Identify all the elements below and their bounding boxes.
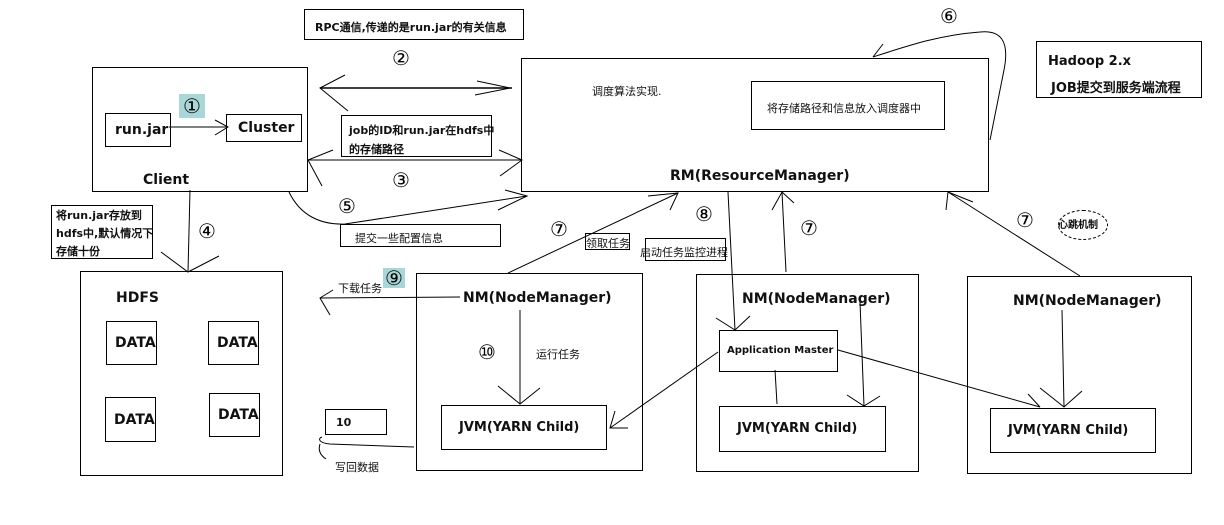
step-9-badge: ⑨ xyxy=(383,266,405,290)
store-note-line1: 将run.jar存放到 xyxy=(56,209,142,222)
nm1-jvm-label: JVM(YARN Child) xyxy=(459,420,580,435)
hdfs-label: HDFS xyxy=(116,290,159,306)
nm3-label: NM(NodeManager) xyxy=(1013,293,1162,309)
start-monitor-text: 启动任务监控进程 xyxy=(640,246,728,259)
scheduler-note: 调度算法实现. xyxy=(592,85,662,98)
store-note-line3: 存储十份 xyxy=(56,245,100,258)
nm2-jvm-label: JVM(YARN Child) xyxy=(737,421,858,436)
title-line1: Hadoop 2.x xyxy=(1048,54,1132,69)
scheduler-inner-text: 将存储路径和信息放入调度器中 xyxy=(767,102,921,115)
client-box: run.jar Cluster Client xyxy=(92,67,308,192)
arrow-step7c xyxy=(947,191,1081,277)
title-box: Hadoop 2.x JOB提交到服务端流程 xyxy=(1036,41,1202,98)
cluster-label: Cluster xyxy=(238,120,295,136)
write-back-text: 写回数据 xyxy=(335,461,379,474)
ten-box-text: 10 xyxy=(336,416,352,429)
client-label: Client xyxy=(143,172,190,188)
step-1-badge: ① xyxy=(179,94,205,118)
title-line2: JOB提交到服务端流程 xyxy=(1051,81,1181,96)
submit-config-text: 提交一些配置信息 xyxy=(355,232,443,245)
nm1-jvm-box: JVM(YARN Child) xyxy=(441,405,607,450)
cluster-box: Cluster xyxy=(226,114,302,142)
hdfs-box: HDFS DATA DATA DATA DATA xyxy=(80,271,283,476)
step-5-badge: ⑤ xyxy=(338,194,356,218)
rpc-note-text: RPC通信,传递的是run.jar的有关信息 xyxy=(315,21,507,34)
data-block: DATA xyxy=(209,393,260,437)
step-7a-badge: ⑦ xyxy=(550,217,568,241)
job-id-note-line2: 的存储路径 xyxy=(349,143,404,156)
scheduler-inner-box: 将存储路径和信息放入调度器中 xyxy=(751,81,945,130)
submit-config-note: 提交一些配置信息 xyxy=(340,224,501,247)
node-manager-1: NM(NodeManager) 运行任务 JVM(YARN Child) xyxy=(416,273,643,471)
arrow-step7b xyxy=(781,191,787,273)
fetch-task-note: 领取任务 xyxy=(585,233,630,250)
run-jar-box: run.jar xyxy=(105,113,171,147)
nm2-label: NM(NodeManager) xyxy=(742,291,891,307)
arrow-step5 xyxy=(288,191,528,225)
app-master-label: Application Master xyxy=(727,345,834,356)
job-id-note: job的ID和run.jar在hdfs中 的存储路径 xyxy=(341,115,495,157)
step-10-badge: ⑩ xyxy=(478,340,496,364)
store-note: 将run.jar存放到 hdfs中,默认情况下 存储十份 xyxy=(51,205,153,259)
run-task-text: 运行任务 xyxy=(536,348,580,361)
job-id-note-line1: job的ID和run.jar在hdfs中 xyxy=(349,124,495,137)
start-monitor-note: 启动任务监控进程 xyxy=(640,238,728,261)
nm1-label: NM(NodeManager) xyxy=(463,290,612,306)
ten-box: 10 xyxy=(325,409,387,435)
data-block: DATA xyxy=(105,397,156,442)
heartbeat-text: 心跳机制 xyxy=(1058,220,1098,231)
resource-manager-box: 调度算法实现. 将存储路径和信息放入调度器中 RM(ResourceManage… xyxy=(521,58,989,192)
step-7c-badge: ⑦ xyxy=(1016,208,1034,232)
fetch-task-text: 领取任务 xyxy=(586,237,630,250)
rm-label: RM(ResourceManager) xyxy=(670,168,850,184)
nm3-jvm-label: JVM(YARN Child) xyxy=(1008,423,1129,438)
node-manager-2: NM(NodeManager) Application Master JVM(Y… xyxy=(696,274,919,472)
arrow-writeback xyxy=(319,436,415,448)
run-jar-label: run.jar xyxy=(115,122,169,138)
data-block: DATA xyxy=(208,321,259,365)
app-master-box: Application Master xyxy=(719,330,838,372)
step-2-badge: ② xyxy=(392,46,410,70)
step-6-badge: ⑥ xyxy=(940,4,958,28)
step-4-badge: ④ xyxy=(198,219,216,243)
node-manager-3: NM(NodeManager) JVM(YARN Child) xyxy=(967,276,1192,474)
store-note-line2: hdfs中,默认情况下 xyxy=(56,227,154,240)
step-3-badge: ③ xyxy=(392,168,410,192)
step-8-badge: ⑧ xyxy=(695,202,713,226)
nm2-jvm-box: JVM(YARN Child) xyxy=(719,406,886,452)
download-task-text: 下载任务 xyxy=(338,282,382,295)
step-7b-badge: ⑦ xyxy=(800,216,818,240)
arrow-step4 xyxy=(187,189,191,273)
rpc-note: RPC通信,传递的是run.jar的有关信息 xyxy=(304,9,524,40)
nm3-jvm-box: JVM(YARN Child) xyxy=(990,408,1156,453)
heartbeat-ellipse xyxy=(1058,210,1108,240)
data-block: DATA xyxy=(106,321,157,365)
